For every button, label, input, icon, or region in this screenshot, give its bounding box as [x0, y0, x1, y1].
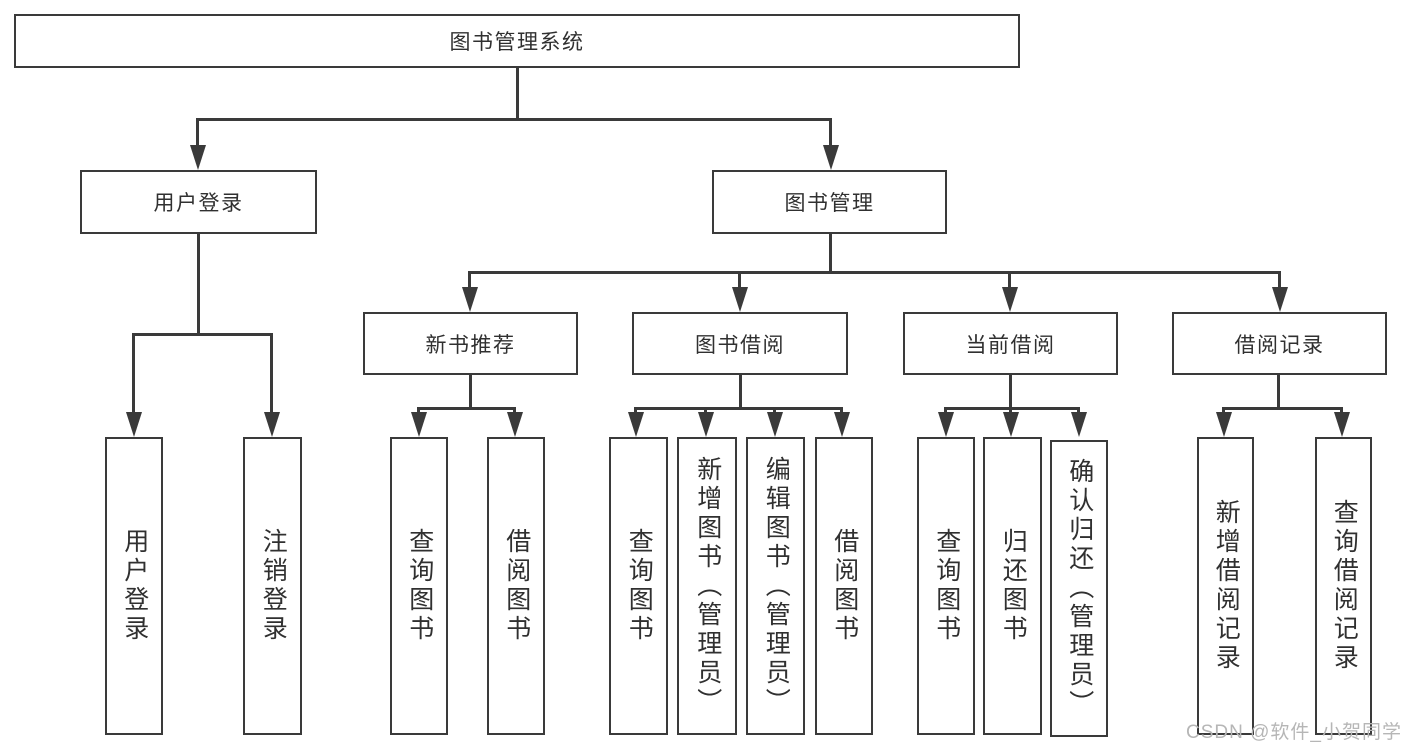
node-label: 图书借阅 [695, 333, 785, 357]
node-label: 归还图书 [999, 528, 1028, 644]
connector-current-borrow-stem [1009, 374, 1012, 408]
arrow-stem [704, 407, 707, 415]
connector-root-stem [516, 68, 519, 120]
arrow-down-icon [264, 412, 280, 437]
node-label: 查询借阅记录 [1330, 499, 1359, 673]
leaf-edit-books-admin: 编辑图书（管理员） [746, 437, 805, 735]
arrow-stem [513, 407, 516, 415]
leaf-borrow-books-borrowing: 借阅图书 [815, 437, 873, 735]
leaf-user-login: 用户登录 [105, 437, 163, 735]
arrow-down-icon [1002, 287, 1018, 312]
leaf-add-borrow-record: 新增借阅记录 [1197, 437, 1254, 735]
node-label: 查询图书 [625, 528, 654, 644]
node-label: 图书管理 [784, 192, 875, 215]
arrow-down-icon [767, 412, 783, 437]
leaf-return-books: 归还图书 [983, 437, 1042, 735]
connector-new-books-hline [418, 407, 516, 410]
node-label: 用户登录 [120, 528, 149, 644]
leaf-query-books-recommend: 查询图书 [390, 437, 448, 735]
connector-book-mgmt-stem [829, 233, 832, 273]
arrow-stem [1222, 407, 1225, 415]
node-label: 编辑图书（管理员） [762, 455, 791, 717]
arrow-stem [1340, 407, 1343, 415]
node-label: 注销登录 [259, 528, 288, 644]
arrow-down-icon [1216, 412, 1232, 437]
arrow-stem [468, 271, 471, 289]
arrow-down-icon [732, 287, 748, 312]
arrow-stem [1278, 271, 1281, 289]
node-label: 新增图书（管理员） [693, 455, 722, 717]
node-new-book-recommend: 新书推荐 [363, 312, 578, 375]
connector-book-mgmt-hline [469, 271, 1281, 274]
connector-user-login-stem [197, 233, 200, 334]
arrow-stem [738, 271, 741, 289]
node-root-library-system: 图书管理系统 [14, 14, 1020, 68]
leaf-query-books-current: 查询图书 [917, 437, 975, 735]
node-label: 借阅记录 [1234, 333, 1325, 357]
watermark: CSDN @软件_小贺同学 [1186, 722, 1402, 743]
node-label: 图书管理系统 [449, 31, 585, 54]
node-current-borrowing: 当前借阅 [903, 312, 1118, 375]
arrow-stem [773, 407, 776, 415]
connector-level1-hline [197, 118, 832, 121]
arrow-stem [840, 407, 843, 415]
arrow-down-icon [190, 145, 206, 170]
arrow-stem [417, 407, 420, 415]
connector-user-login-hline [133, 333, 273, 336]
leaf-query-borrow-record: 查询借阅记录 [1315, 437, 1372, 735]
arrow-stem [270, 333, 273, 413]
arrow-down-icon [938, 412, 954, 437]
node-label: 借阅图书 [502, 528, 531, 644]
node-label: 新增借阅记录 [1212, 499, 1241, 673]
arrow-down-icon [1272, 287, 1288, 312]
connector-current-borrow-hline [945, 407, 1079, 410]
connector-new-books-stem [469, 374, 472, 408]
node-user-login: 用户登录 [80, 170, 317, 234]
node-label: 新书推荐 [425, 333, 516, 357]
node-book-management: 图书管理 [712, 170, 947, 234]
arrow-stem [944, 407, 947, 415]
arrow-stem [1077, 407, 1080, 415]
connector-book-borrow-hline [635, 407, 842, 410]
arrow-down-icon [126, 412, 142, 437]
node-label: 借阅图书 [830, 528, 859, 644]
arrow-down-icon [1003, 412, 1019, 437]
arrow-down-icon [628, 412, 644, 437]
node-label: 查询图书 [932, 528, 961, 644]
arrow-down-icon [834, 412, 850, 437]
arrow-stem [829, 118, 832, 147]
node-book-borrowing: 图书借阅 [632, 312, 848, 375]
arrow-stem [196, 118, 199, 147]
connector-borrow-records-stem [1277, 374, 1280, 408]
arrow-stem [634, 407, 637, 415]
arrow-stem [1008, 271, 1011, 289]
node-label: 查询图书 [405, 528, 434, 644]
node-label: 确认归还（管理员） [1065, 458, 1094, 719]
connector-book-borrow-stem [739, 374, 742, 408]
arrow-down-icon [1334, 412, 1350, 437]
leaf-borrow-books-recommend: 借阅图书 [487, 437, 545, 735]
leaf-add-books-admin: 新增图书（管理员） [677, 437, 737, 735]
arrow-down-icon [411, 412, 427, 437]
connector-borrow-records-hline [1223, 407, 1342, 410]
arrow-down-icon [698, 412, 714, 437]
node-borrow-records: 借阅记录 [1172, 312, 1387, 375]
arrow-down-icon [1071, 412, 1087, 437]
node-label: 当前借阅 [965, 333, 1056, 357]
arrow-down-icon [507, 412, 523, 437]
arrow-down-icon [823, 145, 839, 170]
leaf-confirm-return-admin: 确认归还（管理员） [1050, 440, 1108, 737]
leaf-logout: 注销登录 [243, 437, 302, 735]
node-label: 用户登录 [153, 192, 244, 215]
arrow-stem [132, 333, 135, 413]
arrow-stem [1009, 407, 1012, 415]
arrow-down-icon [462, 287, 478, 312]
leaf-query-books-borrowing: 查询图书 [609, 437, 668, 735]
